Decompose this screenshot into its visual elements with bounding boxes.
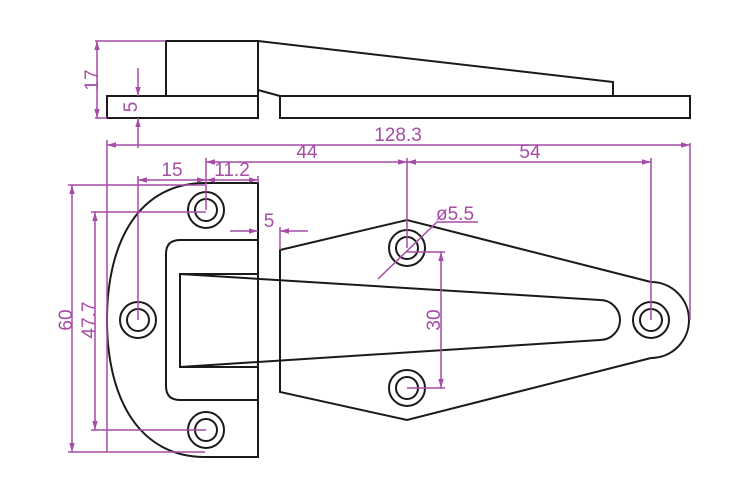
- strap-plate: [279, 218, 690, 422]
- front-view: [105, 182, 690, 458]
- mounting-holes: [119, 191, 670, 449]
- mounting-plate: [105, 182, 259, 458]
- knuckle-block-side: [165, 40, 259, 97]
- dim-diameter: ø5.5: [436, 204, 474, 225]
- dim-47-7: 47.7: [79, 302, 100, 339]
- dim-60: 60: [56, 309, 77, 330]
- dim-15: 15: [161, 160, 182, 181]
- dim-5-gap: 5: [264, 211, 275, 232]
- tongue-frame: [179, 273, 258, 368]
- arm-bevel: [257, 89, 281, 97]
- dim-17: 17: [82, 69, 103, 90]
- plate-recess: [165, 239, 258, 401]
- dim-5-thickness: 5: [121, 102, 142, 113]
- side-view: [106, 40, 691, 119]
- strap-plate-side: [279, 95, 691, 119]
- hinge-arm: [179, 273, 621, 368]
- dim-30: 30: [424, 309, 445, 330]
- dim-54: 54: [519, 142, 541, 163]
- dim-44: 44: [296, 142, 318, 163]
- dimensions: 17 5 128.3 44 54 15 11.2 5 ø5.5 30: [56, 40, 691, 453]
- dim-128-3: 128.3: [374, 125, 422, 146]
- dim-11-2: 11.2: [214, 160, 250, 181]
- tapered-arm-side: [257, 40, 614, 96]
